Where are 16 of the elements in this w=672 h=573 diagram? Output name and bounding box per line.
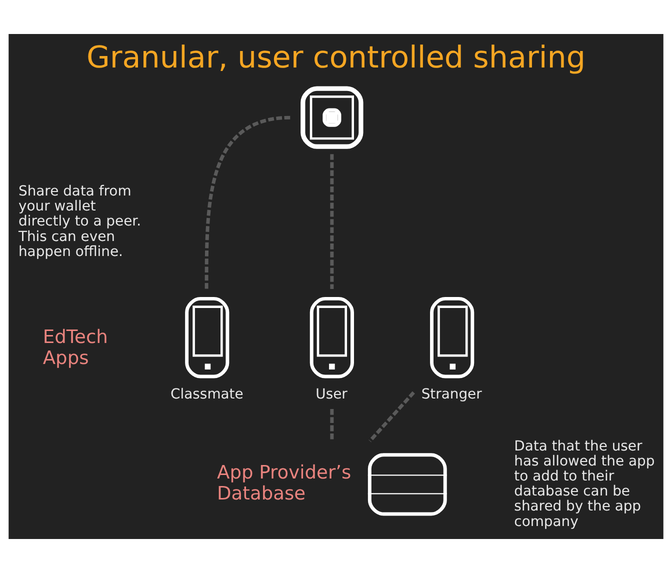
connector bbox=[330, 409, 334, 442]
node-label: User bbox=[316, 386, 348, 403]
node-picture bbox=[300, 86, 364, 149]
node-box bbox=[185, 296, 230, 378]
connector bbox=[330, 154, 334, 290]
connector bbox=[368, 391, 415, 442]
node-label: App Provider’s Database bbox=[217, 462, 352, 504]
diagram-title: Granular, user controlled sharing bbox=[86, 40, 586, 76]
node-box bbox=[310, 296, 354, 378]
connector bbox=[204, 116, 290, 290]
label: Share data from your wallet directly to a peer. This can even happen offline. bbox=[18, 183, 142, 260]
node-box bbox=[430, 296, 474, 378]
node-label: Stranger bbox=[421, 386, 482, 403]
label: Data that the user has allowed the app to add to their database can be shared by the app company bbox=[514, 438, 655, 530]
node-label: Classmate bbox=[170, 386, 244, 403]
label: EdTech Apps bbox=[42, 327, 108, 370]
